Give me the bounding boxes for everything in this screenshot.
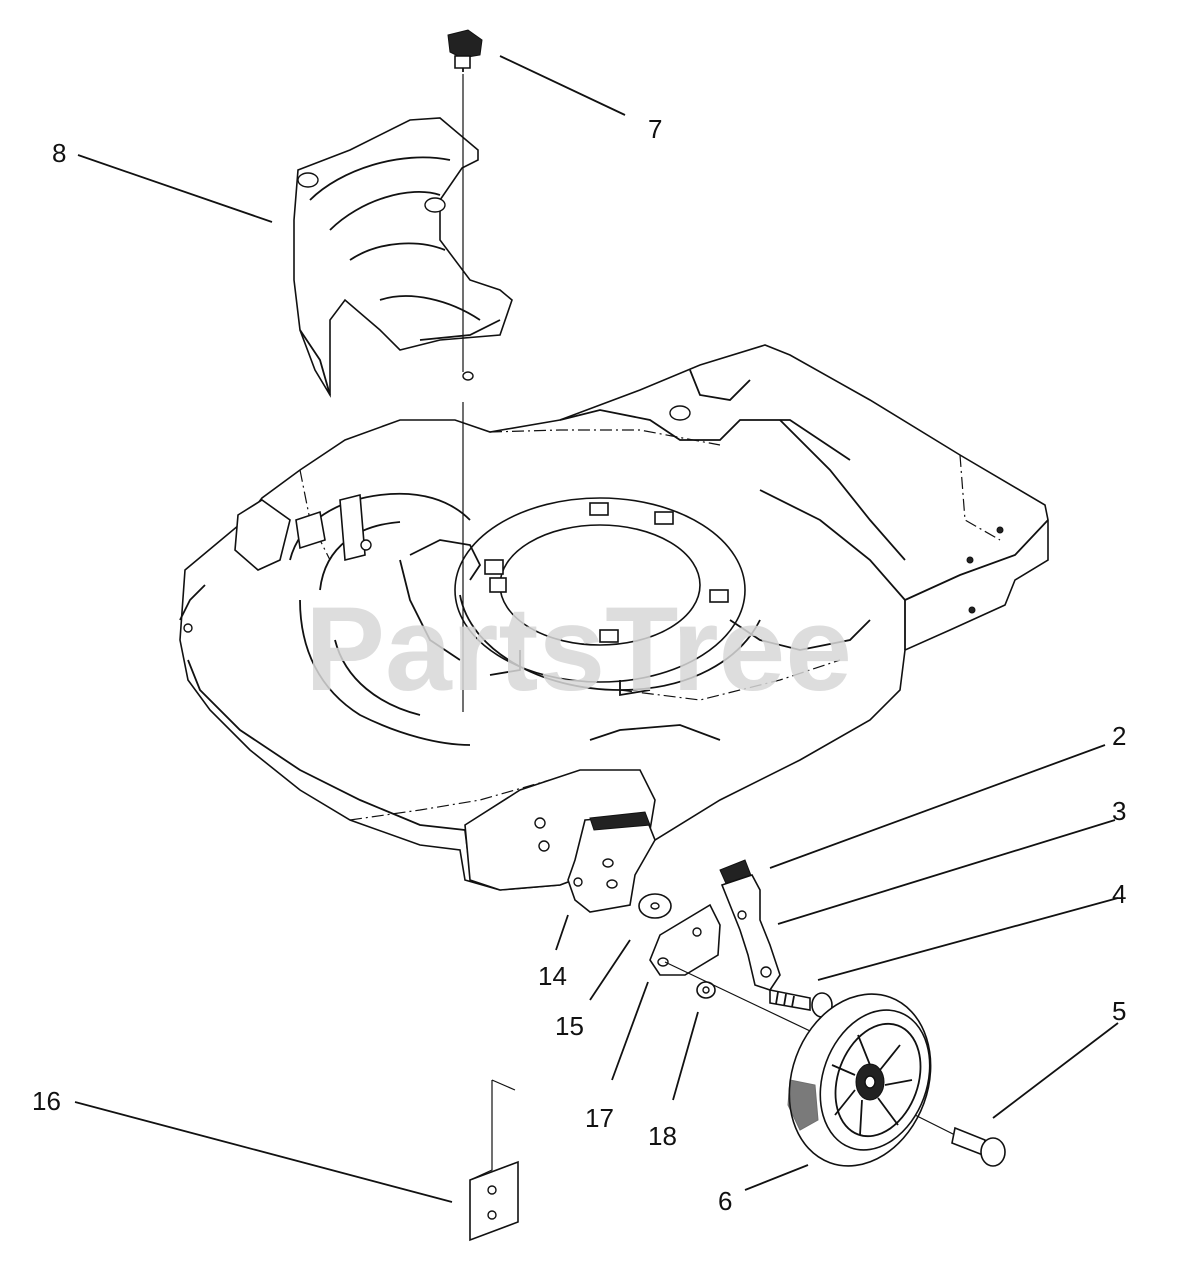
callout-5: 5 [1112,996,1126,1026]
bracket-plate-part-16 [469,1079,519,1242]
leader-2 [769,744,1106,869]
mower-deck [179,344,1049,891]
leader-15 [589,939,631,1001]
leader-18 [672,1011,699,1101]
leader-4 [817,897,1119,981]
axle-bolt-part-5 [914,1114,1006,1167]
leader-16 [74,1101,453,1203]
leader-7 [499,55,626,116]
pivot-plate-part-17 [649,903,721,976]
leader-14 [555,914,569,951]
bolt-part-4 [769,989,833,1018]
height-lever-part-2-3 [719,859,781,991]
callout-4: 4 [1112,879,1126,909]
leader-8 [77,154,273,223]
washer-part-15 [638,893,672,919]
callout-2: 2 [1112,721,1126,751]
leader-3 [777,819,1116,925]
callout-8: 8 [52,138,66,168]
watermark: PartsTree [305,582,852,716]
callout-6: 6 [718,1186,732,1216]
wheel-part-6 [787,993,932,1167]
callout-17: 17 [585,1103,614,1133]
leader-17 [611,981,649,1081]
callout-15: 15 [555,1011,584,1041]
discharge-baffle-part-8 [293,117,513,398]
knob-part-7 [447,29,483,72]
leader-5 [992,1022,1119,1119]
callout-16: 16 [32,1086,61,1116]
callout-14: 14 [538,961,567,991]
leader-lines [74,55,1119,1203]
callout-3: 3 [1112,796,1126,826]
leader-6 [744,1164,809,1191]
height-bracket-part-14 [567,811,656,913]
callout-labels: 2 3 4 5 6 7 8 14 15 16 17 18 [32,114,1126,1216]
callout-7: 7 [648,114,662,144]
callout-18: 18 [648,1121,677,1151]
